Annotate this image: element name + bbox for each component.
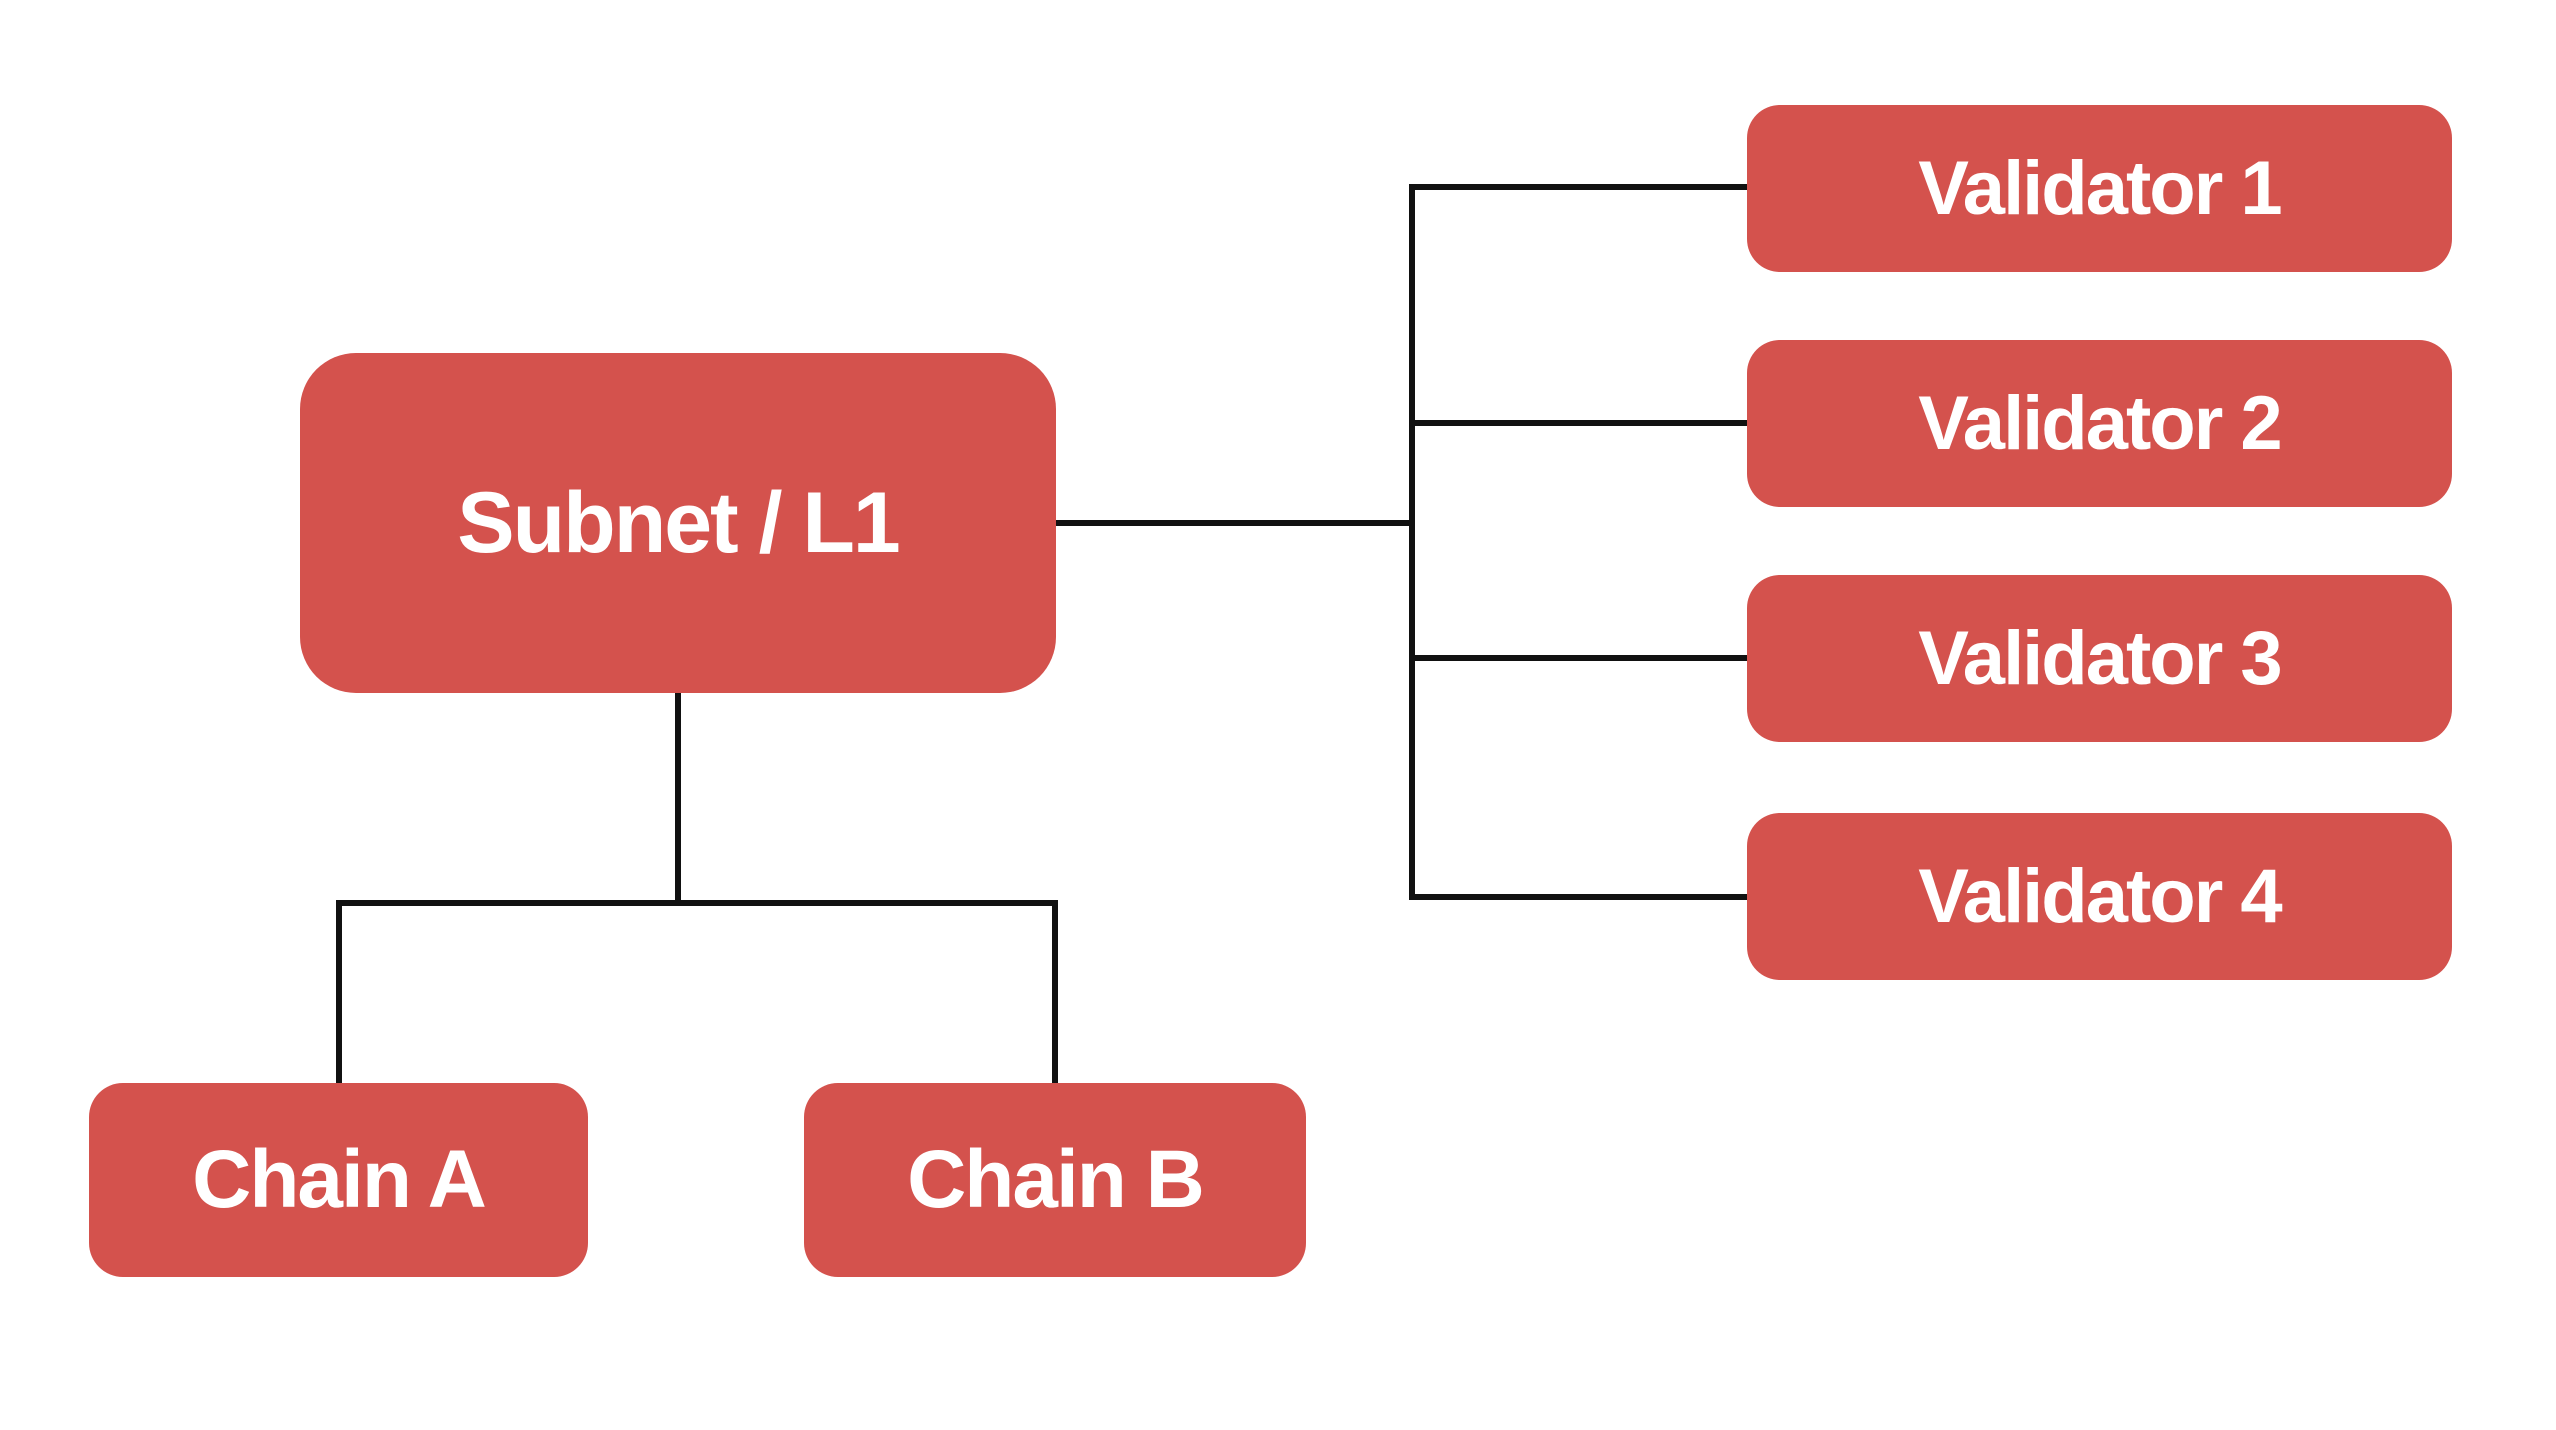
node-subnet: Subnet / L1 xyxy=(300,353,1056,693)
node-validator-3: Validator 3 xyxy=(1747,575,2452,742)
connector-chains-bus xyxy=(336,900,1058,906)
connector-validator-trunk xyxy=(1409,184,1415,900)
connector-branch-validator-1 xyxy=(1409,184,1747,190)
connector-drop-chain-b xyxy=(1052,900,1058,1083)
connector-branch-validator-2 xyxy=(1409,420,1747,426)
node-chain-a: Chain A xyxy=(89,1083,588,1277)
connector-branch-validator-3 xyxy=(1409,655,1747,661)
node-validator-2: Validator 2 xyxy=(1747,340,2452,507)
connector-subnet-to-chains xyxy=(675,693,681,906)
connector-drop-chain-a xyxy=(336,900,342,1083)
node-validator-1: Validator 1 xyxy=(1747,105,2452,272)
connector-branch-validator-4 xyxy=(1409,894,1747,900)
connector-subnet-to-validator-trunk xyxy=(1056,520,1415,526)
node-validator-4: Validator 4 xyxy=(1747,813,2452,980)
node-chain-b: Chain B xyxy=(804,1083,1306,1277)
